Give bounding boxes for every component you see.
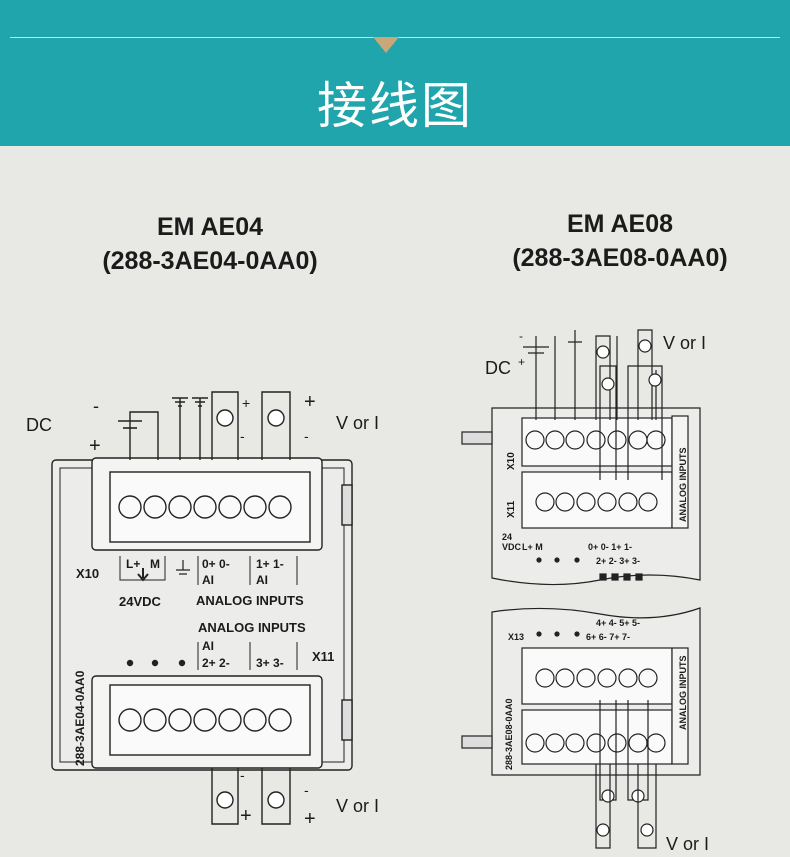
input-0-wire [211, 391, 239, 460]
input-1-wire [261, 391, 291, 460]
svg-text:4+ 4- 5+ 5-: 4+ 4- 5+ 5- [596, 618, 640, 628]
input-3-wire [261, 768, 291, 825]
ae04-diagram [51, 391, 353, 825]
svg-text:+: + [304, 391, 316, 413]
svg-text:6+ 6- 7+ 7-: 6+ 6- 7+ 7- [586, 632, 630, 642]
dc-supply-wire [129, 411, 159, 460]
svg-text:+: + [242, 395, 250, 411]
ae08-side-part-number: 288-3AE08-0AA0 [504, 698, 514, 770]
svg-text:VDC: VDC [502, 542, 522, 552]
svg-text:X11: X11 [506, 500, 517, 518]
terminal-screw [143, 708, 167, 732]
ae04-bottom-screw-row [118, 708, 292, 732]
svg-text:L+ M: L+ M [522, 542, 543, 552]
ae08-v-or-i-top: V or I [663, 333, 706, 353]
svg-text:ANALOG INPUTS: ANALOG INPUTS [678, 447, 688, 522]
svg-text:-: - [304, 782, 309, 798]
ae08-labels: DC + - V or I X10 X11 24 VDC L+ M 0+ 0- … [485, 329, 709, 854]
ae08-screw-row-3 [535, 668, 658, 688]
svg-text:X10: X10 [506, 452, 517, 470]
svg-text:24VDC: 24VDC [119, 594, 162, 609]
terminal-screw [193, 708, 217, 732]
terminal-screw [243, 495, 267, 519]
ae08-terminal-block-x13 [521, 709, 673, 765]
svg-text:+: + [304, 808, 316, 830]
ae08-terminal-block-x11 [521, 471, 673, 529]
page-title: 接线图 [317, 77, 473, 135]
module-ae08-title: EM AE08 (288-3AE08-0AA0) [470, 207, 770, 275]
svg-text:2+ 2- 3+ 3-: 2+ 2- 3+ 3- [596, 556, 640, 566]
svg-text:+: + [518, 355, 525, 369]
svg-text:X11: X11 [312, 649, 334, 664]
svg-text:+: + [240, 805, 252, 827]
ground-wire [172, 397, 188, 460]
svg-text:+: + [89, 435, 101, 457]
terminal-screw [193, 495, 217, 519]
terminal-screw [268, 708, 292, 732]
ae08-diagram [461, 329, 701, 849]
ae04-dc-label: DC [26, 415, 52, 435]
svg-text:1+ 1-: 1+ 1- [256, 557, 284, 571]
svg-text:L+: L+ [126, 557, 140, 571]
ae08-screw-row-1 [525, 430, 666, 450]
ae08-dc-label: DC [485, 358, 511, 378]
svg-text:3+ 3-: 3+ 3- [256, 656, 284, 670]
ae08-terminal-block-x12 [521, 647, 673, 705]
svg-text:-: - [93, 396, 99, 416]
ae04-labels: DC - + + - + - V or I X10 L+ M 24VDC 0+ … [26, 391, 379, 830]
module-ae08-name: EM AE08 [566, 210, 674, 238]
svg-text:-: - [519, 329, 523, 343]
terminal-screw [268, 495, 292, 519]
sensor-icon [267, 791, 285, 809]
terminal-screw [168, 708, 192, 732]
terminal-screw [168, 495, 192, 519]
terminal-screw [143, 495, 167, 519]
header-arrow-marker [373, 37, 399, 53]
input-2-wire [211, 768, 239, 825]
ae04-v-or-i-top: V or I [336, 413, 379, 433]
ae04-side-part-number: 288-3AE04-0AA0 [73, 670, 87, 766]
svg-text:2+ 2-: 2+ 2- [202, 656, 230, 670]
terminal-screw [243, 708, 267, 732]
svg-text:-: - [240, 428, 245, 444]
terminal-screw [218, 708, 242, 732]
page-header: 接线图 [0, 0, 790, 146]
svg-text:-: - [304, 428, 309, 444]
svg-text:0+ 0- 1+ 1-: 0+ 0- 1+ 1- [588, 542, 632, 552]
module-ae04-part-number: (288-3AE04-0AA0) [102, 247, 318, 275]
terminal-screw [118, 495, 142, 519]
svg-text:ANALOG INPUTS: ANALOG INPUTS [678, 655, 688, 730]
svg-text:24: 24 [502, 532, 512, 542]
ground-wire [192, 397, 208, 460]
sensor-icon [267, 409, 285, 427]
ae04-top-screw-row [118, 495, 292, 519]
sensor-icon [216, 791, 234, 809]
svg-text:-: - [240, 767, 245, 783]
ae08-dc-wire [523, 336, 549, 420]
svg-text:0+ 0-: 0+ 0- [202, 557, 230, 571]
svg-text:X13: X13 [508, 632, 524, 642]
terminal-screw [218, 495, 242, 519]
sensor-icon [216, 409, 234, 427]
svg-text:ANALOG INPUTS: ANALOG INPUTS [198, 620, 306, 635]
svg-text:M: M [150, 557, 160, 571]
module-ae04-name: EM AE04 [156, 213, 264, 241]
svg-text:ANALOG INPUTS: ANALOG INPUTS [196, 593, 304, 608]
ae04-v-or-i-bottom: V or I [336, 796, 379, 816]
svg-text:AI: AI [256, 573, 268, 587]
ae08-v-or-i-bottom: V or I [666, 834, 709, 854]
ae08-screw-row-2 [535, 492, 658, 512]
svg-text:AI: AI [202, 639, 214, 653]
svg-text:AI: AI [202, 573, 214, 587]
ae08-screw-row-4 [525, 733, 666, 753]
module-ae04-title: EM AE04 (288-3AE04-0AA0) [60, 210, 360, 278]
ae08-terminal-block-x10 [521, 417, 673, 467]
svg-text:X10: X10 [76, 566, 99, 581]
terminal-screw [118, 708, 142, 732]
module-ae08-part-number: (288-3AE08-0AA0) [512, 244, 728, 272]
